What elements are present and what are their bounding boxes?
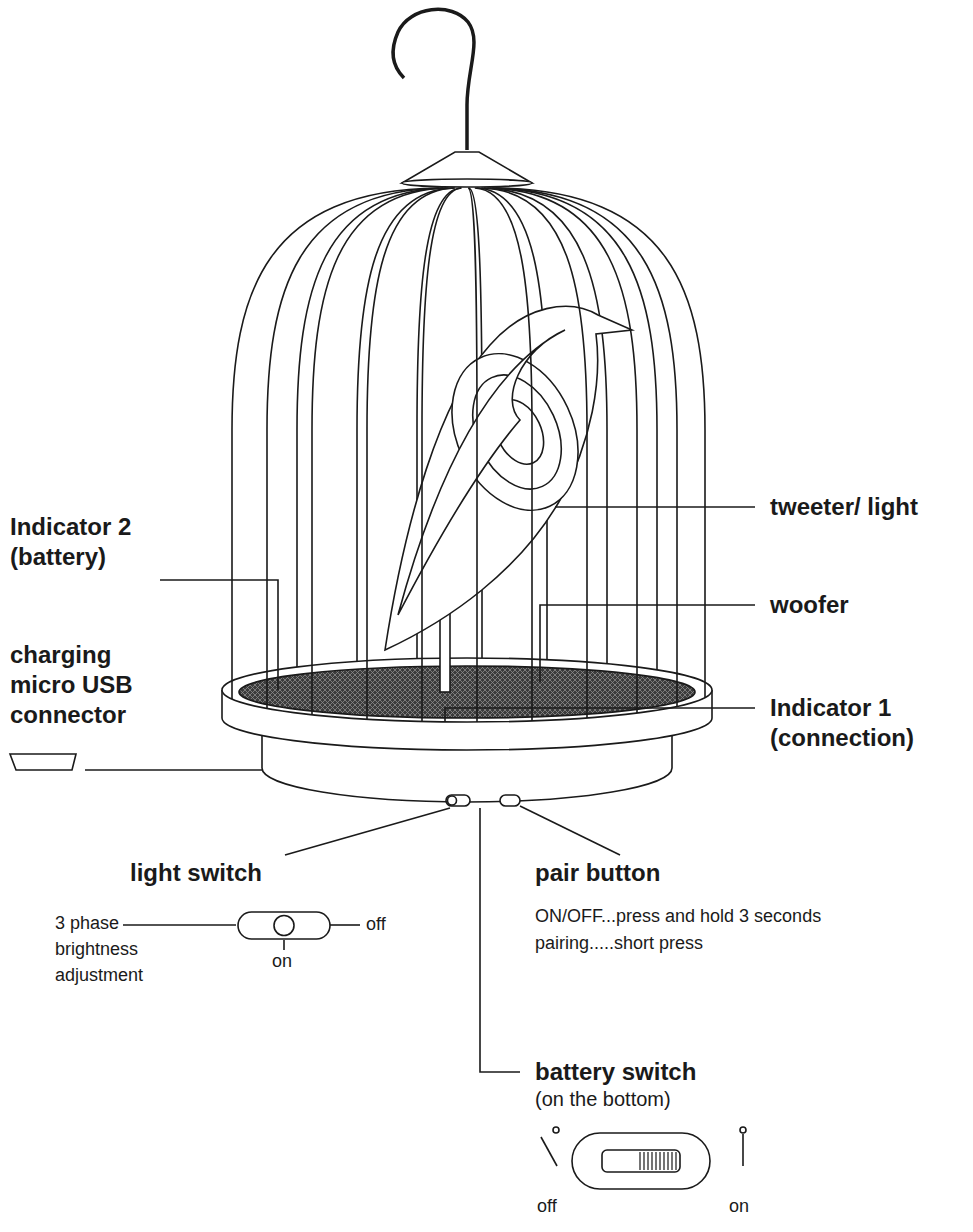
switch-state: off bbox=[366, 913, 386, 936]
pair-button bbox=[500, 795, 520, 806]
leader-line bbox=[520, 806, 620, 855]
cage-bar bbox=[267, 188, 443, 708]
leader-line bbox=[555, 506, 755, 508]
part-label: Indicator 2 (battery) bbox=[10, 512, 180, 572]
leader-line bbox=[445, 708, 755, 722]
cage-bar bbox=[367, 188, 455, 719]
light-switch-knob bbox=[448, 796, 457, 805]
part-label: pair button bbox=[535, 858, 660, 888]
button-note: ON/OFF...press and hold 3 seconds bbox=[535, 905, 821, 928]
switch-note: 3 phase brightness adjustment bbox=[55, 910, 147, 988]
switch-dash bbox=[330, 924, 360, 926]
part-label: tweeter/ light bbox=[770, 492, 918, 522]
woofer-grille bbox=[239, 666, 695, 718]
switch-state: on bbox=[272, 950, 292, 973]
switch-state: off bbox=[537, 1195, 557, 1218]
leader-line bbox=[285, 808, 450, 855]
usb-connector-icon bbox=[10, 754, 76, 770]
switch-dash bbox=[283, 940, 285, 950]
part-note: (on the bottom) bbox=[535, 1087, 671, 1112]
light-switch-icon bbox=[238, 912, 330, 939]
part-label: light switch bbox=[130, 858, 262, 888]
top-cap-rim bbox=[402, 179, 532, 187]
cage-bar bbox=[475, 188, 532, 721]
leader-line bbox=[160, 580, 278, 690]
part-label: charging micro USB connector bbox=[10, 640, 160, 730]
switch-state: on bbox=[729, 1195, 749, 1218]
off-symbol bbox=[541, 1137, 557, 1166]
cage-bar bbox=[492, 188, 677, 706]
leader-line bbox=[540, 605, 755, 682]
part-label: battery switch bbox=[535, 1057, 696, 1087]
hanging-hook bbox=[393, 9, 474, 150]
part-label: woofer bbox=[770, 590, 849, 620]
cage-bar bbox=[487, 188, 637, 713]
cage-bar bbox=[496, 188, 705, 698]
battery-switch-icon bbox=[572, 1133, 710, 1189]
leader-line bbox=[85, 769, 262, 771]
button-note: pairing.....short press bbox=[535, 932, 703, 955]
switch-dash bbox=[123, 924, 236, 926]
part-label: Indicator 1 (connection) bbox=[770, 693, 970, 753]
off-symbol bbox=[553, 1127, 559, 1133]
on-symbol bbox=[740, 1127, 746, 1133]
battery-switch-slider bbox=[602, 1150, 680, 1172]
base-ring-top bbox=[222, 658, 712, 722]
light-switch-icon-knob bbox=[274, 916, 294, 936]
light-switch-slot bbox=[446, 795, 470, 806]
slider-hatch bbox=[640, 1152, 676, 1170]
cage-bar bbox=[468, 188, 477, 722]
on-symbol bbox=[742, 1134, 744, 1166]
leader-line bbox=[480, 808, 520, 1072]
cage-bar bbox=[481, 188, 587, 718]
cage-bar bbox=[422, 188, 462, 721]
